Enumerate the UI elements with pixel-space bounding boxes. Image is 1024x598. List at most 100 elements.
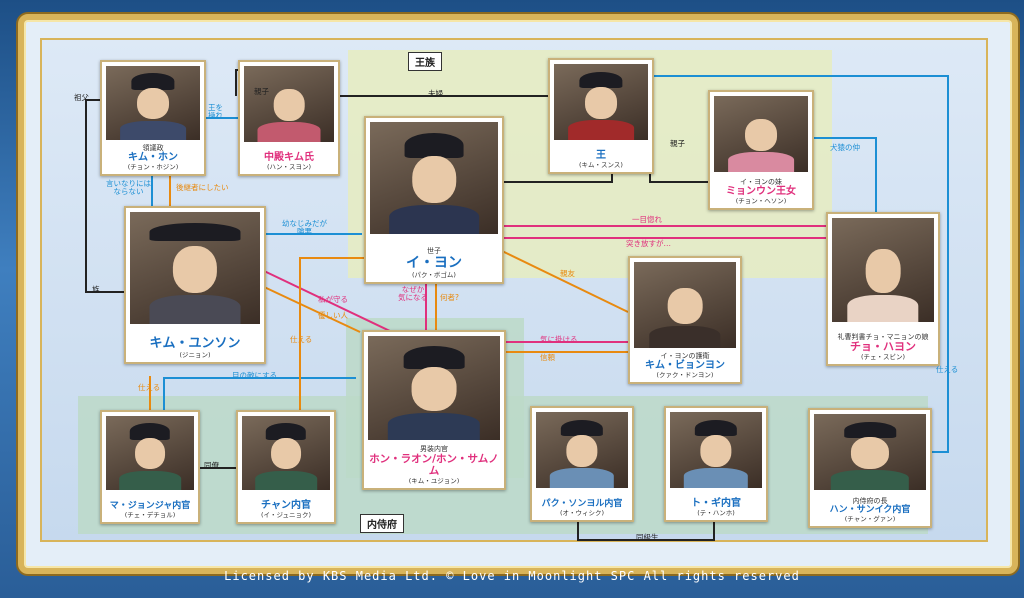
name: ミョンウン王女 bbox=[726, 186, 796, 198]
role: 内侍府の長 bbox=[852, 497, 888, 506]
zone-label-eunuch: 内侍府 bbox=[360, 514, 404, 533]
rel-oyako2: 親子 bbox=[670, 139, 685, 148]
portrait bbox=[536, 412, 628, 488]
card-kim-yunseong[interactable]: キム・ユンソン(ジニョン) bbox=[124, 206, 266, 364]
actor: (テ・ハンホ) bbox=[697, 508, 735, 517]
card-jo-hayeon[interactable]: 礼曹判書チョ・マニョンの娘チョ・ハヨン(チェ・スビン) bbox=[826, 212, 940, 366]
rel-shinrai: 信頼 bbox=[540, 353, 555, 362]
rel-kenen: 犬猿の仲 bbox=[830, 143, 860, 152]
name: ホン・ラオン/ホン・サムノム bbox=[369, 453, 499, 478]
rel-hitomebore: 一目惚れ bbox=[632, 215, 662, 224]
actor: (ハン・スヨン) bbox=[266, 162, 312, 171]
portrait bbox=[814, 414, 926, 490]
card-park-sonyeol[interactable]: パク・ソンヨル内官(オ・ウィシク) bbox=[530, 406, 634, 522]
rel-yasashii: 優しい人 bbox=[318, 311, 348, 320]
card-han-sangik[interactable]: 内侍府の長ハン・サンイク内官(チャン・グァン) bbox=[808, 408, 932, 528]
actor: (イ・ジュニョク) bbox=[260, 510, 312, 519]
rel-ki-ni: 気に掛ける bbox=[540, 335, 578, 344]
portrait bbox=[370, 122, 498, 234]
portrait bbox=[554, 64, 648, 140]
portrait bbox=[242, 416, 330, 490]
line-tsukaeru2 bbox=[299, 257, 364, 410]
name: 中殿キム氏 bbox=[264, 152, 314, 164]
rel-doukan: 同僚 bbox=[204, 461, 219, 470]
role: 領議政 bbox=[142, 143, 164, 152]
role: 礼曹判書チョ・マニョンの娘 bbox=[837, 332, 929, 341]
role: 男装内官 bbox=[420, 445, 448, 454]
name: ハン・サンイク内官 bbox=[829, 505, 911, 516]
card-princess-myeongeun[interactable]: イ・ヨンの妹ミョンウン王女(チョン・ヘソン) bbox=[708, 90, 814, 210]
actor: (パク・ボゴム) bbox=[412, 270, 456, 279]
card-hong-raon[interactable]: 男装内官ホン・ラオン/ホン・サムノム(キム・ユジョン) bbox=[362, 330, 506, 490]
rel-tsukaeru1: 仕える bbox=[138, 383, 161, 392]
name: キム・ユンソン bbox=[149, 335, 241, 351]
card-ma-jongja[interactable]: マ・ジョンジャ内官(チェ・デチョル) bbox=[100, 410, 200, 524]
actor: (チャン・グァン) bbox=[844, 514, 896, 523]
name: パク・ソンヨル内官 bbox=[541, 499, 623, 510]
rel-watashi: 私が守る bbox=[318, 295, 348, 304]
line-watashi bbox=[261, 269, 393, 333]
name: ト・ギ内官 bbox=[691, 498, 741, 510]
card-chang[interactable]: チャン内官(イ・ジュニョク) bbox=[236, 410, 336, 524]
actor: (キム・ユジョン) bbox=[408, 476, 460, 485]
rel-tsukaeru2: 仕える bbox=[290, 335, 313, 344]
line-shinyuu bbox=[499, 249, 629, 313]
rel-iinari: 言いなりには ならない bbox=[106, 179, 151, 197]
portrait bbox=[106, 66, 200, 140]
card-queen-kim[interactable]: 中殿キム氏(ハン・スヨン) bbox=[238, 60, 340, 176]
card-kim-hon[interactable]: 領議政キム・ホン(チョン・ホジン) bbox=[100, 60, 206, 176]
actor: (ジニョン) bbox=[179, 350, 211, 359]
line-kenen bbox=[810, 137, 877, 212]
name: チャン内官 bbox=[261, 500, 311, 512]
copyright-footer: Licensed by KBS Media Ltd. © Love in Moo… bbox=[224, 569, 800, 583]
actor: (チョン・ホジン) bbox=[127, 162, 179, 171]
actor: (クァク・ドンヨン) bbox=[656, 370, 714, 379]
line-me-no-kataki bbox=[163, 377, 356, 410]
name: マ・ジョンジャ内官 bbox=[109, 501, 191, 512]
role: イ・ヨンの護衛 bbox=[660, 351, 710, 360]
actor: (キム・スンス) bbox=[579, 160, 623, 169]
actor: (チェ・デチョル) bbox=[124, 510, 176, 519]
rel-shinyuu: 親友 bbox=[560, 269, 575, 278]
line-yasashii bbox=[261, 285, 361, 333]
name: 王 bbox=[596, 150, 606, 162]
rel-fuufu: 夫婦 bbox=[428, 89, 443, 98]
rel-nanimono: 何者? bbox=[440, 293, 459, 302]
name: イ・ヨン bbox=[406, 255, 462, 272]
role: 世子 bbox=[427, 247, 441, 256]
actor: (オ・ウィシク) bbox=[559, 508, 605, 517]
line-tsukaeru3 bbox=[650, 75, 949, 453]
portrait bbox=[130, 212, 260, 324]
portrait bbox=[634, 262, 736, 348]
rel-tsukaeru3: 仕える bbox=[936, 365, 959, 374]
portrait bbox=[244, 66, 334, 142]
actor: (チョン・ヘソン) bbox=[735, 196, 787, 205]
name: チョ・ハヨン bbox=[850, 339, 916, 353]
rel-oyako1: 親子 bbox=[254, 87, 269, 96]
rel-ou-wo: 王を 操れ bbox=[208, 103, 223, 121]
name: キム・ホン bbox=[128, 152, 178, 164]
line-sofu bbox=[85, 99, 124, 293]
rel-nazeka: なぜか 気になる bbox=[398, 285, 428, 303]
card-lee-yeong[interactable]: 世子イ・ヨン(パク・ボゴム) bbox=[364, 116, 504, 284]
portrait bbox=[106, 416, 194, 490]
zone-label-royal: 王族 bbox=[408, 52, 442, 71]
line-doukisei bbox=[577, 518, 715, 541]
card-king[interactable]: 王(キム・スンス) bbox=[548, 58, 654, 174]
portrait bbox=[714, 96, 808, 172]
card-togi[interactable]: ト・ギ内官(テ・ハンホ) bbox=[664, 406, 768, 522]
portrait bbox=[832, 218, 934, 322]
rel-osananajimi: 幼なじみだが 険悪 bbox=[282, 219, 327, 237]
portrait bbox=[670, 412, 762, 488]
rel-me-no-kataki: 目の敵にする bbox=[232, 371, 278, 380]
role: イ・ヨンの妹 bbox=[740, 177, 782, 186]
rel-sofu: 祖父 bbox=[74, 93, 89, 102]
rel-koukeisha: 後継者にしたい bbox=[176, 183, 229, 192]
actor: (チェ・スビン) bbox=[860, 352, 906, 361]
card-kim-byeongyeon[interactable]: イ・ヨンの護衛キム・ビョンヨン(クァク・ドンヨン) bbox=[628, 256, 742, 384]
rel-tsukihanasu: 突き放すが… bbox=[626, 239, 671, 248]
name: キム・ビョンヨン bbox=[645, 360, 725, 372]
portrait bbox=[368, 336, 500, 440]
rel-zoku: 族 bbox=[92, 285, 100, 294]
